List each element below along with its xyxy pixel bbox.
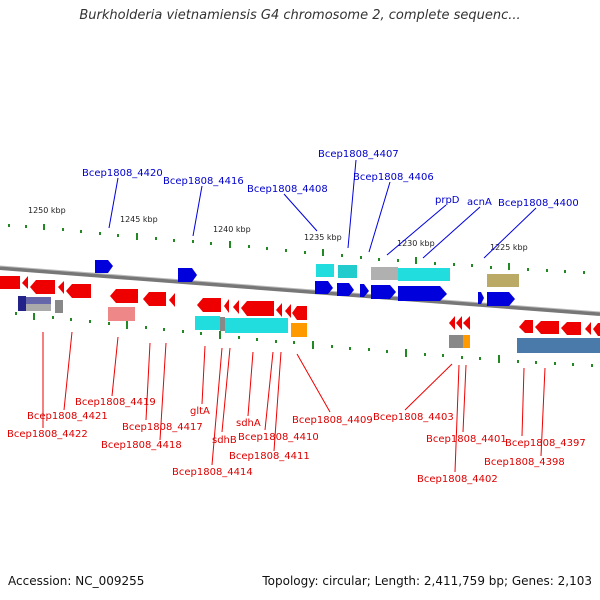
map-title: Burkholderia vietnamiensis G4 chromosome…	[79, 8, 521, 23]
reverse-genes	[0, 276, 600, 336]
backbone	[0, 266, 600, 316]
gene-forward	[178, 268, 197, 282]
gene-reverse	[30, 280, 55, 294]
scale-label: 1235 kbp	[304, 233, 342, 242]
gene-label-sdha[interactable]: sdhA	[236, 418, 261, 429]
gene-label-bcep1808-4411[interactable]: Bcep1808_4411	[229, 451, 310, 462]
feature-box	[18, 296, 26, 311]
feature-box	[398, 268, 450, 281]
feature-box	[449, 335, 463, 348]
gene-reverse	[292, 306, 307, 320]
gene-label-bcep1808-4402[interactable]: Bcep1808_4402	[417, 474, 498, 485]
gene-label-bcep1808-4403[interactable]: Bcep1808_4403	[373, 412, 454, 423]
gene-reverse	[519, 320, 533, 333]
gene-label-bcep1808-4409[interactable]: Bcep1808_4409	[292, 415, 373, 426]
gene-label-bcep1808-4406[interactable]: Bcep1808_4406	[353, 172, 434, 183]
feature-box	[517, 338, 600, 353]
gene-forward	[478, 292, 484, 304]
feature-box	[220, 317, 225, 331]
gene-forward	[398, 286, 447, 301]
scale-label: 1250 kbp	[28, 206, 66, 215]
bottom-callouts	[42, 331, 546, 473]
gene-label-bcep1808-4420[interactable]: Bcep1808_4420	[82, 168, 163, 179]
feature-box	[316, 264, 334, 277]
gene-label-bcep1808-4417[interactable]: Bcep1808_4417	[122, 422, 203, 433]
inner-ticks	[15, 312, 593, 367]
gene-reverse	[241, 301, 274, 316]
gene-reverse	[0, 276, 20, 289]
gene-reverse	[224, 299, 229, 313]
gene-label-bcep1808-4408[interactable]: Bcep1808_4408	[247, 184, 328, 195]
gene-reverse	[66, 284, 91, 298]
gene-forward	[360, 284, 369, 297]
gene-reverse	[233, 300, 239, 314]
gene-label-bcep1808-4419[interactable]: Bcep1808_4419	[75, 397, 156, 408]
reverse-features	[18, 296, 600, 353]
gene-reverse	[585, 322, 591, 335]
gene-reverse	[22, 276, 28, 289]
gene-reverse	[58, 281, 64, 294]
accession-text: Accession: NC_009255	[8, 574, 145, 588]
outer-ticks	[8, 224, 585, 274]
scale-label: 1245 kbp	[120, 215, 158, 224]
gene-label-bcep1808-4401[interactable]: Bcep1808_4401	[426, 434, 507, 445]
backbone-highlight	[0, 265, 600, 313]
feature-box	[55, 300, 63, 313]
gene-reverse	[535, 321, 559, 334]
feature-box	[291, 323, 307, 337]
gene-label-bcep1808-4400[interactable]: Bcep1808_4400	[498, 198, 579, 209]
gene-reverse	[197, 298, 221, 312]
gene-label-bcep1808-4421[interactable]: Bcep1808_4421	[27, 411, 108, 422]
gene-label-prpd[interactable]: prpD	[435, 195, 460, 206]
feature-box	[225, 318, 288, 333]
feature-box	[371, 267, 398, 280]
gene-forward	[315, 281, 333, 294]
forward-genes	[95, 260, 515, 306]
feature-box	[26, 304, 51, 311]
gene-label-bcep1808-4398[interactable]: Bcep1808_4398	[484, 457, 565, 468]
scale-label: 1240 kbp	[213, 225, 251, 234]
gene-reverse	[449, 316, 455, 330]
gene-label-bcep1808-4410[interactable]: Bcep1808_4410	[238, 432, 319, 443]
gene-reverse	[276, 303, 282, 317]
gene-label-bcep1808-4397[interactable]: Bcep1808_4397	[505, 438, 586, 449]
gene-label-acna[interactable]: acnA	[467, 197, 492, 208]
feature-box	[108, 307, 135, 321]
feature-box	[487, 274, 519, 287]
gene-label-glta[interactable]: gltA	[190, 406, 210, 417]
feature-box	[195, 316, 220, 330]
gene-label-bcep1808-4422[interactable]: Bcep1808_4422	[7, 429, 88, 440]
top-label-group: Bcep1808_4420 Bcep1808_4416 Bcep1808_440…	[82, 149, 579, 209]
gene-reverse	[169, 293, 175, 307]
gene-forward	[371, 285, 396, 299]
gene-label-bcep1808-4414[interactable]: Bcep1808_4414	[172, 467, 253, 478]
gene-label-sdhb[interactable]: sdhB	[212, 435, 237, 446]
forward-features	[316, 264, 519, 287]
feature-box	[463, 335, 470, 348]
gene-reverse	[110, 289, 138, 303]
gene-reverse	[561, 322, 581, 335]
gene-reverse	[456, 316, 462, 330]
gene-forward	[95, 260, 113, 273]
scale-label: 1225 kbp	[490, 243, 528, 252]
top-callouts	[108, 159, 537, 259]
gene-reverse	[143, 292, 166, 306]
gene-label-bcep1808-4418[interactable]: Bcep1808_4418	[101, 440, 182, 451]
gene-forward	[487, 292, 515, 306]
topology-summary: Topology: circular; Length: 2,411,759 bp…	[262, 574, 592, 588]
gene-label-bcep1808-4416[interactable]: Bcep1808_4416	[163, 176, 244, 187]
scale-label: 1230 kbp	[397, 239, 435, 248]
gene-reverse	[593, 323, 600, 336]
gene-reverse	[463, 316, 470, 330]
bottom-label-group: Bcep1808_4419 Bcep1808_4421 Bcep1808_442…	[7, 397, 586, 485]
gene-label-bcep1808-4407[interactable]: Bcep1808_4407	[318, 149, 399, 160]
gene-reverse	[285, 304, 291, 318]
feature-box	[338, 265, 357, 278]
scale-labels: 1250 kbp 1245 kbp 1240 kbp 1235 kbp 1230…	[28, 206, 528, 252]
gene-forward	[337, 283, 354, 296]
